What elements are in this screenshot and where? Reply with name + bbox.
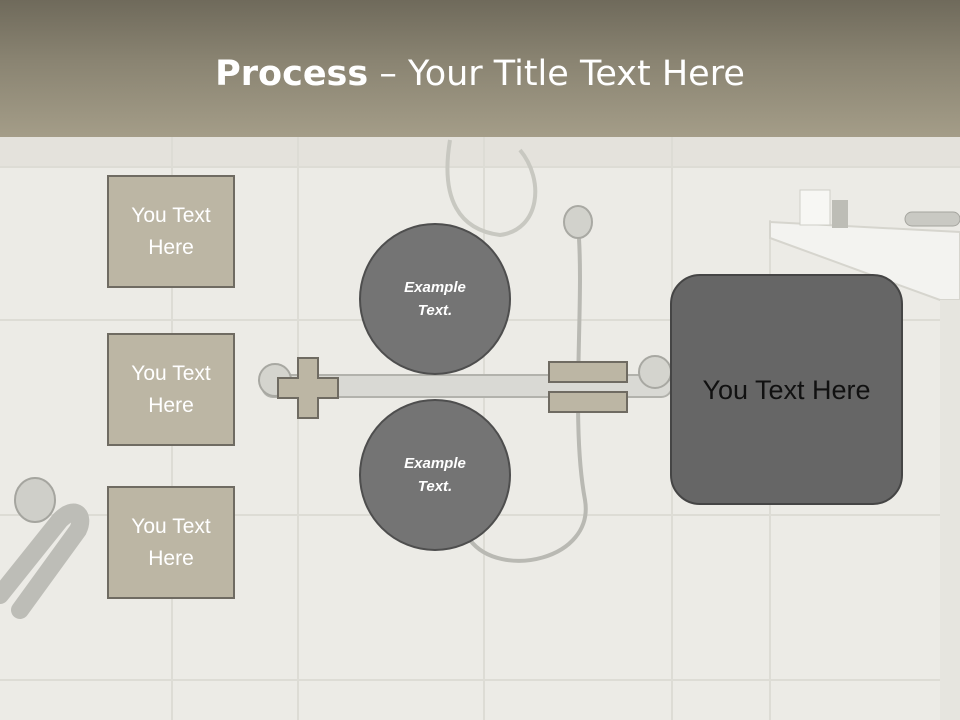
text-box-3: You Text Here <box>107 486 235 599</box>
title-bold: Process <box>215 54 369 94</box>
slide-title: Process – Your Title Text Here <box>0 52 960 96</box>
plus-icon <box>277 357 339 419</box>
example-circle-2: Example Text. <box>359 399 511 551</box>
result-box-label: You Text Here <box>702 374 871 405</box>
text-box-3-label: You Text Here <box>131 514 211 570</box>
example-circle-1-label: Example Text. <box>404 279 466 319</box>
example-circle-2-label: Example Text. <box>404 455 466 495</box>
example-circle-1: Example Text. <box>359 223 511 375</box>
text-box-2: You Text Here <box>107 333 235 446</box>
title-rest: – Your Title Text Here <box>368 54 745 94</box>
result-box: You Text Here <box>670 274 903 505</box>
equals-icon <box>548 361 628 413</box>
title-bar: Process – Your Title Text Here <box>0 0 960 137</box>
text-box-1-label: You Text Here <box>131 203 211 259</box>
text-box-1: You Text Here <box>107 175 235 288</box>
text-box-2-label: You Text Here <box>131 361 211 417</box>
